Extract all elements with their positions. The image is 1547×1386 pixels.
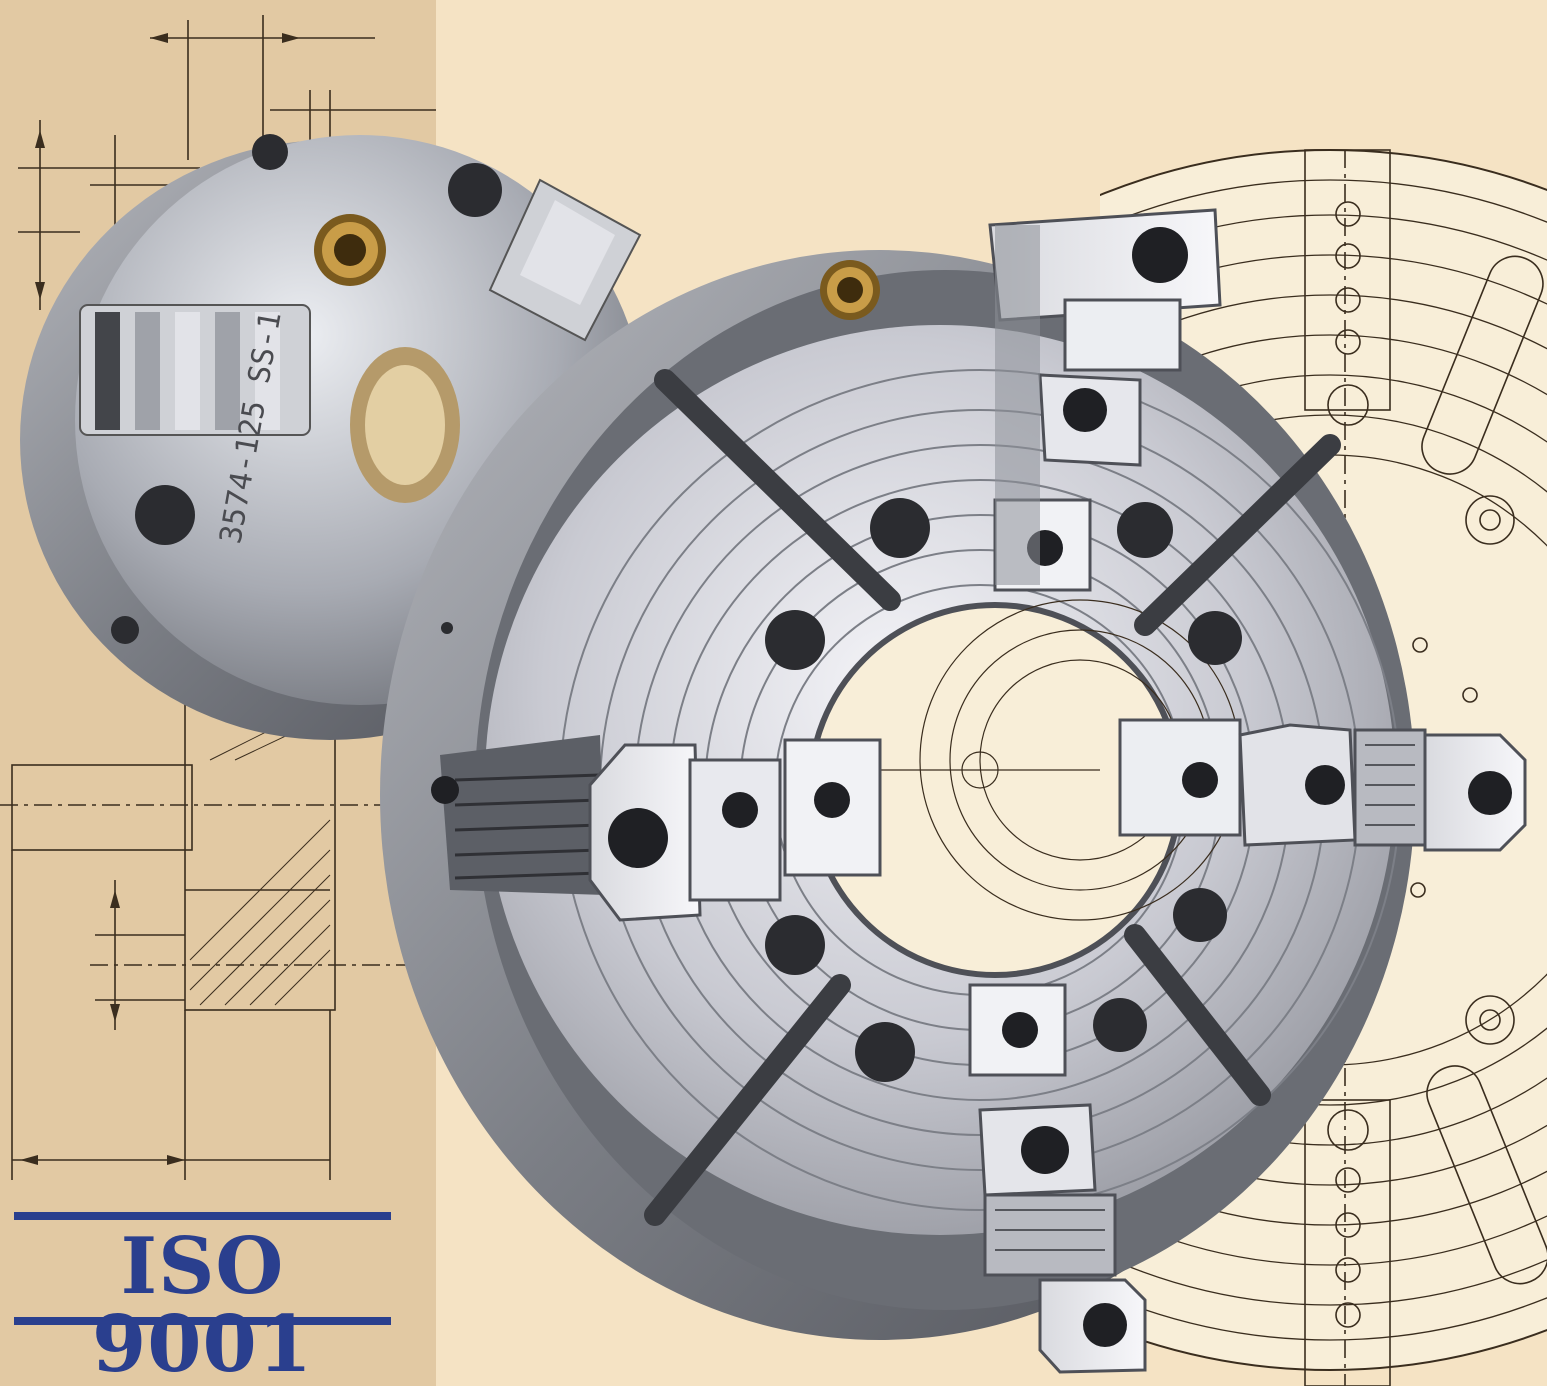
technical-drawing-left (0, 15, 436, 1180)
badge-rule-bottom (14, 1317, 391, 1325)
iso-9001-badge: ISO 9001 (91, 1221, 314, 1386)
badge-rule-top (14, 1212, 391, 1220)
dimension-arrows (20, 33, 300, 1165)
logo-seal (820, 260, 880, 320)
jaw-left (431, 735, 882, 922)
mounting-holes (765, 498, 1242, 1082)
logo-seal (314, 214, 386, 286)
jaw-bottom (968, 983, 1147, 1374)
jaw-top (988, 208, 1222, 592)
t-slots (644, 369, 1341, 1226)
large-chuck (380, 208, 1527, 1374)
jaw-right (1118, 718, 1527, 852)
small-chuck-jaw (488, 178, 642, 342)
small-chuck-jaw (79, 304, 311, 436)
